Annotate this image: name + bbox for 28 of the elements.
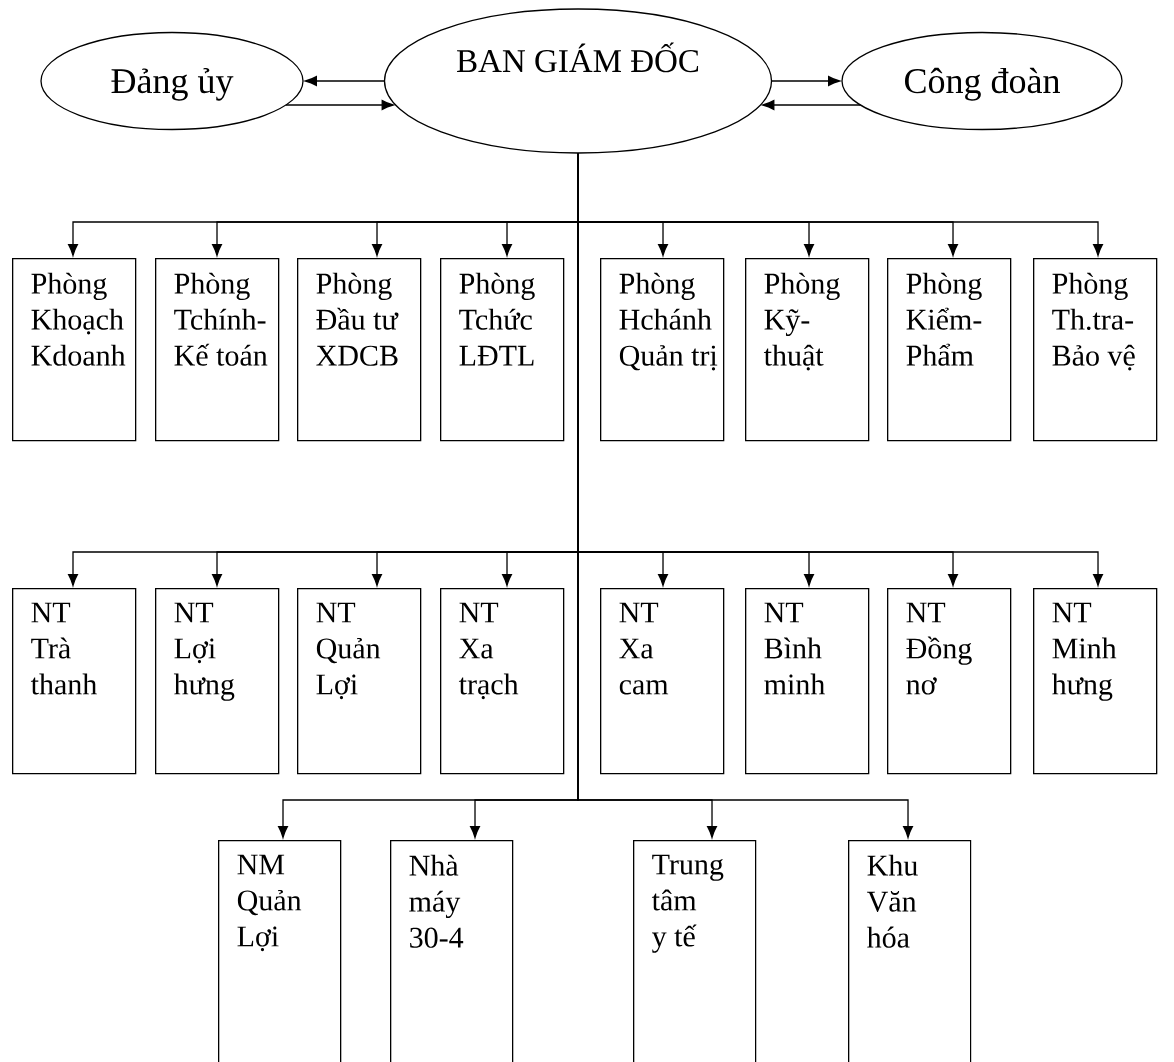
connector-arrow <box>577 153 913 839</box>
unit-box: Phòng Th.tra- Bảo vệ <box>1033 258 1158 442</box>
unit-box: Phòng Kỹ- thuật <box>745 258 870 442</box>
arrow <box>770 76 841 86</box>
oval: Đảng ủy <box>40 31 304 131</box>
arrow <box>285 100 394 110</box>
unit-box: NM Quản Lợi <box>218 840 342 1062</box>
oval: Công đoàn <box>841 31 1123 131</box>
arrow <box>304 76 386 86</box>
unit-box: NT Lợi hưng <box>155 588 280 775</box>
unit-box: Phòng Kiểm- Phẩm <box>887 258 1012 442</box>
unit-box: Phòng Tchức LĐTL <box>440 258 565 442</box>
unit-box: Khu Văn hóa <box>848 840 972 1062</box>
unit-box: NT Xa trạch <box>440 588 565 775</box>
unit-box: NT Trà thanh <box>12 588 137 775</box>
arrow <box>762 100 861 110</box>
unit-box: Phòng Hchánh Quản trị <box>600 258 725 442</box>
unit-box: NT Minh hưng <box>1033 588 1158 775</box>
unit-box: NT Đồng nơ <box>887 588 1012 775</box>
unit-box: Trung tâm y tế <box>633 840 757 1062</box>
unit-box: NT Xa cam <box>600 588 725 775</box>
unit-box: NT Bình minh <box>745 588 870 775</box>
oval: BAN GIÁM ĐỐC <box>383 8 773 154</box>
unit-box: Phòng Đầu tư XDCB <box>297 258 422 442</box>
unit-box: Phòng Tchính- Kế toán <box>155 258 280 442</box>
unit-box: Phòng Khoạch Kdoanh <box>12 258 137 442</box>
unit-box: NT Quản Lợi <box>297 588 422 775</box>
unit-box: Nhà máy 30-4 <box>390 840 514 1062</box>
